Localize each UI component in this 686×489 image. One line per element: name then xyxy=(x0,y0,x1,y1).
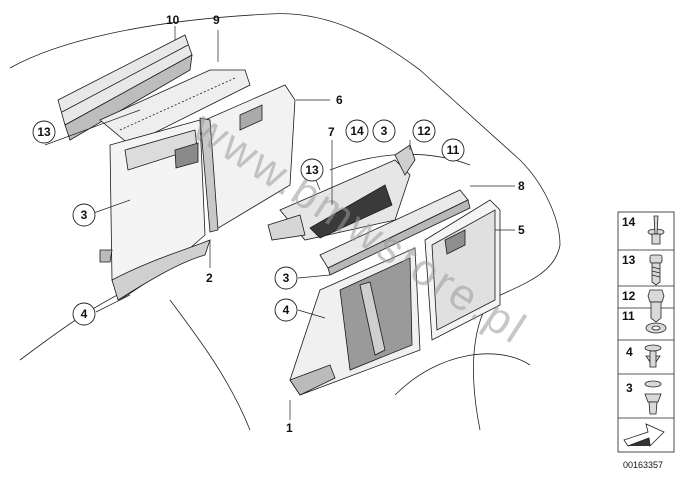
push-rivet-icon xyxy=(647,215,665,245)
callout-7: 7 xyxy=(328,125,335,139)
callout-13b: 13 xyxy=(305,163,319,177)
callout-circle-14 xyxy=(345,119,369,143)
callout-circle-3a xyxy=(372,119,396,143)
callout-2: 2 xyxy=(206,271,213,285)
legend-label-12: 12 xyxy=(622,289,636,303)
callout-3b: 3 xyxy=(81,208,88,222)
callout-5: 5 xyxy=(518,223,525,237)
expanding-clip-icon xyxy=(644,380,662,415)
callout-9: 9 xyxy=(213,13,220,27)
callout-1: 1 xyxy=(286,421,293,435)
legend-label-13: 13 xyxy=(622,253,636,267)
callout-8: 8 xyxy=(518,179,525,193)
reference-code: 00163357 xyxy=(623,460,663,470)
callout-circle-12 xyxy=(412,119,436,143)
part-8-sill xyxy=(319,189,471,276)
part-6-panel xyxy=(199,84,296,233)
callout-6: 6 xyxy=(336,93,343,107)
callout-circle-13b xyxy=(300,158,324,182)
callout-14: 14 xyxy=(350,124,364,138)
callout-3c: 3 xyxy=(283,271,290,285)
callout-13a: 13 xyxy=(37,125,51,139)
circled-callouts xyxy=(32,119,465,326)
part-5-cover xyxy=(424,199,501,341)
legend-label-4: 4 xyxy=(626,345,633,359)
callout-11: 11 xyxy=(447,143,460,157)
hex-bolt-icon xyxy=(647,289,665,323)
callout-circle-13a xyxy=(32,120,56,144)
callout-circle-4b xyxy=(274,298,298,322)
screw-icon xyxy=(649,254,663,286)
legend-label-3: 3 xyxy=(626,381,633,395)
part-1-lower-trim xyxy=(289,247,421,396)
left-side-panel xyxy=(99,119,211,301)
clip-icon xyxy=(644,344,662,368)
callout-3a: 3 xyxy=(381,124,388,138)
callout-circle-11 xyxy=(441,138,465,162)
callout-4b: 4 xyxy=(283,303,290,317)
part-10-rail xyxy=(57,34,193,141)
callout-10: 10 xyxy=(166,13,180,27)
legend-label-14: 14 xyxy=(622,215,636,229)
callout-12: 12 xyxy=(417,124,431,138)
callout-4a: 4 xyxy=(81,307,88,321)
callout-circle-3c xyxy=(274,266,298,290)
direction-arrow-icon xyxy=(623,423,665,447)
part-7-vent-grille xyxy=(267,144,416,241)
fastener-legend: 14 13 12 11 4 3 xyxy=(617,211,675,453)
callout-circle-3b xyxy=(72,203,96,227)
callout-circle-4a xyxy=(72,302,96,326)
callouts: 10 9 6 7 8 5 2 1 xyxy=(166,13,525,435)
washer-icon xyxy=(645,322,667,334)
circled-callout-labels: 13 14 3 12 11 13 3 3 4 4 xyxy=(37,124,459,321)
legend-label-11: 11 xyxy=(622,309,635,323)
